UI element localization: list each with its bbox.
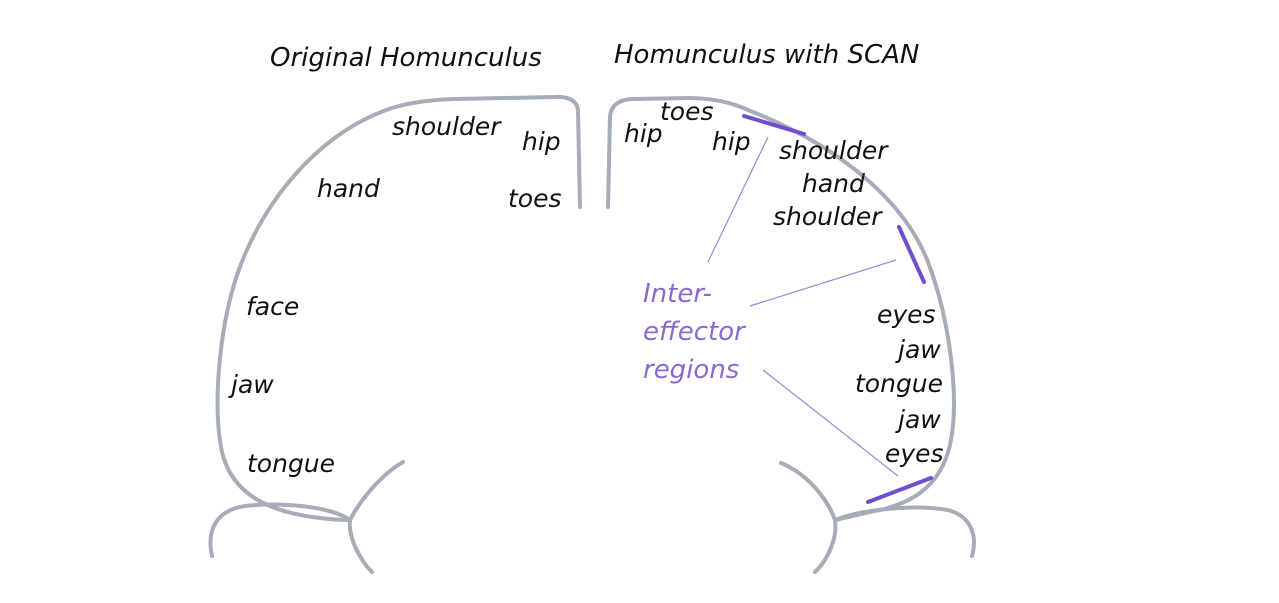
right-label-eyes-lower: eyes xyxy=(885,439,944,468)
left-title: Original Homunculus xyxy=(270,43,542,73)
inter-effector-marker-bottom xyxy=(866,476,933,504)
right-label-hand: hand xyxy=(802,169,865,198)
inter-effector-label-line2: effector xyxy=(643,317,747,347)
left-label-toes: toes xyxy=(508,184,562,213)
left-label-hand: hand xyxy=(317,174,380,203)
right-label-jaw-upper: jaw xyxy=(895,335,941,364)
inter-effector-label-line3: regions xyxy=(643,355,739,385)
left-label-hip: hip xyxy=(522,127,561,156)
inter-effector-marker-top xyxy=(742,114,806,136)
left-brain-outline xyxy=(208,94,582,574)
right-label-hip-outer: hip xyxy=(624,119,663,148)
right-label-jaw-lower: jaw xyxy=(895,405,941,434)
right-label-tongue: tongue xyxy=(855,369,943,398)
right-label-shoulder-lower: shoulder xyxy=(773,202,883,231)
right-label-eyes-upper: eyes xyxy=(877,300,936,329)
pointer-line-middle xyxy=(749,259,897,307)
right-title: Homunculus with SCAN xyxy=(614,40,919,70)
inter-effector-label-line1: Inter- xyxy=(643,279,712,309)
left-label-jaw: jaw xyxy=(228,370,274,399)
right-label-hip-inner: hip xyxy=(712,127,751,156)
pointer-line-top xyxy=(707,136,769,263)
right-label-shoulder-upper: shoulder xyxy=(779,136,889,165)
pointer-line-bottom xyxy=(762,369,899,477)
left-label-shoulder: shoulder xyxy=(392,112,502,141)
right-brain-outline xyxy=(606,96,976,574)
left-label-face: face xyxy=(246,292,299,321)
left-label-tongue: tongue xyxy=(247,449,335,478)
right-label-toes: toes xyxy=(660,97,714,126)
inter-effector-marker-middle xyxy=(897,225,926,284)
